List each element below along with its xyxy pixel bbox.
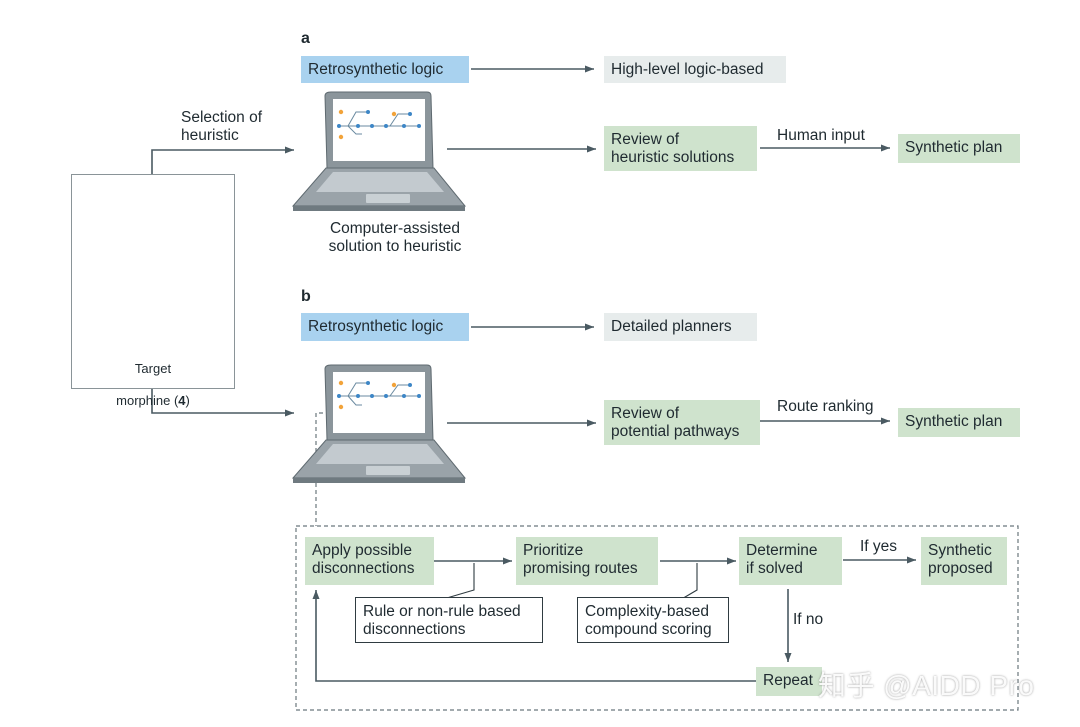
target-caption-line1: Target [134, 361, 172, 376]
determine-solved-box: Determine if solved [739, 537, 842, 585]
arrow-repeat-to-apply [312, 590, 756, 682]
computer-assisted-caption: Computer-assisted solution to heuristic [328, 220, 462, 255]
complexity-scoring-note: Complexity-based compound scoring [577, 597, 729, 643]
target-caption-number: 4 [178, 393, 186, 408]
synthetic-proposed-box: Synthetic proposed [921, 537, 1007, 585]
target-caption-close: ) [185, 393, 190, 408]
arrow-target-to-laptop-b [151, 389, 294, 417]
target-caption: Target morphine (4) [71, 345, 235, 425]
synthetic-plan-box-a: Synthetic plan [898, 134, 1020, 163]
panel-a-letter: a [301, 30, 310, 47]
laptop-icon-b [291, 364, 467, 483]
repeat-box: Repeat [756, 667, 822, 696]
loop-dashed-box [295, 525, 1019, 711]
panel-b-letter: b [301, 288, 311, 305]
detailed-planners-box: Detailed planners [604, 313, 757, 341]
synthetic-plan-box-b: Synthetic plan [898, 408, 1020, 437]
review-pathways-box: Review of potential pathways [604, 400, 760, 445]
retrosynthetic-logic-box-a: Retrosynthetic logic [301, 56, 469, 83]
high-level-logic-box: High-level logic-based [604, 56, 786, 83]
target-caption-name: morphine ( [116, 393, 179, 408]
target-caption-line2: morphine (4) [71, 393, 235, 409]
callout-scoring-pointer [679, 563, 698, 601]
dashed-connector [315, 412, 330, 526]
apply-disconnections-box: Apply possible disconnections [305, 537, 434, 585]
watermark-text: 知乎 @AIDD Pro [818, 670, 1035, 701]
prioritize-routes-box: Prioritize promising routes [516, 537, 658, 585]
review-heuristic-box: Review of heuristic solutions [604, 126, 757, 171]
if-no-label: If no [793, 611, 824, 628]
route-ranking-label: Route ranking [777, 398, 874, 415]
callout-rule-pointer [439, 563, 475, 601]
target-molecule-box [71, 174, 235, 389]
laptop-icon-a [291, 91, 467, 211]
retrosynthetic-logic-box-b: Retrosynthetic logic [301, 313, 469, 341]
human-input-label: Human input [777, 127, 865, 144]
selection-of-heuristic-label: Selection of heuristic [181, 109, 262, 144]
rule-based-note: Rule or non-rule based disconnections [355, 597, 543, 643]
if-yes-label: If yes [860, 538, 898, 555]
arrow-target-to-laptop-a [151, 146, 294, 174]
